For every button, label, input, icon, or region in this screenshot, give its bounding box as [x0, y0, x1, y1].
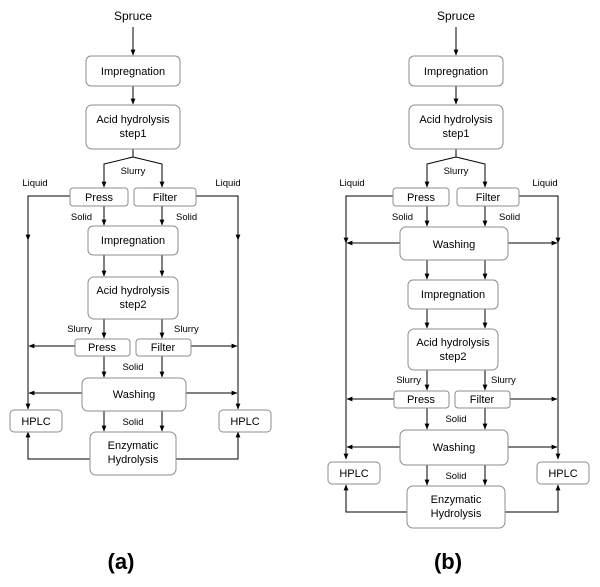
enz-line2: Hydrolysis	[431, 508, 482, 520]
caption-a: (a)	[108, 549, 135, 574]
enz-line1: Enzymatic	[431, 494, 482, 506]
node-enzymatic-hydrolysis-b: Enzymatic Hydrolysis	[406, 485, 506, 529]
impregnation1-label: Impregnation	[101, 66, 165, 78]
liquid-left-label: Liquid	[22, 178, 47, 189]
impregnation2-label: Impregnation	[421, 289, 485, 301]
node-spruce-a: Spruce	[114, 9, 152, 23]
slurry-left-label: Slurry	[67, 324, 92, 335]
node-hplc-left-a: HPLC	[9, 409, 63, 433]
node-impregnation1-a: Impregnation	[85, 55, 181, 87]
slurry-right-label: Slurry	[491, 375, 516, 386]
node-impregnation1-b: Impregnation	[408, 55, 504, 87]
acid1-line1: Acid hydrolysis	[419, 114, 493, 126]
liquid-left-label: Liquid	[339, 178, 364, 189]
filter2-label: Filter	[151, 342, 176, 354]
spruce-label: Spruce	[437, 9, 475, 23]
washing1-label: Washing	[433, 239, 475, 251]
node-enzymatic-hydrolysis-a: Enzymatic Hydrolysis	[89, 431, 177, 476]
node-press1-b: Press	[392, 187, 450, 207]
acid2-line1: Acid hydrolysis	[416, 337, 490, 349]
diagram-b: Spruce Impregnation Acid hydrolysis step…	[327, 9, 590, 574]
node-hplc-right-a: HPLC	[218, 409, 272, 433]
acid1-line2: step1	[443, 128, 470, 140]
node-filter2-a: Filter	[135, 338, 192, 357]
slurry-left-label: Slurry	[396, 375, 421, 386]
connectors-a	[25, 27, 241, 460]
acid2-line2: step2	[440, 351, 467, 363]
solid-right-label: Solid	[176, 212, 197, 223]
acid1-line2: step1	[120, 128, 147, 140]
slurry-right-label: Slurry	[174, 324, 199, 335]
hplc-left-label: HPLC	[339, 468, 368, 480]
enz-line1: Enzymatic	[108, 440, 159, 452]
spruce-label: Spruce	[114, 9, 152, 23]
solid-left-label: Solid	[71, 212, 92, 223]
node-washing2-b: Washing	[399, 429, 509, 466]
solid-right-label: Solid	[499, 212, 520, 223]
slurry1-label: Slurry	[121, 166, 146, 177]
washing-label: Washing	[113, 389, 155, 401]
node-filter1-b: Filter	[456, 187, 520, 207]
solid-mid-label: Solid	[122, 362, 143, 373]
filter1-label: Filter	[476, 192, 501, 204]
solid-bottom-label: Solid	[122, 417, 143, 428]
node-impregnation2-a: Impregnation	[87, 225, 179, 256]
node-acid-hydrolysis-step2-b: Acid hydrolysis step2	[407, 328, 499, 371]
press2-label: Press	[407, 394, 436, 406]
node-filter2-b: Filter	[454, 390, 511, 409]
node-hplc-left-b: HPLC	[327, 461, 381, 485]
press1-label: Press	[407, 192, 436, 204]
solid-left-label: Solid	[392, 212, 413, 223]
node-press1-a: Press	[69, 187, 129, 207]
node-acid-hydrolysis-step2-a: Acid hydrolysis step2	[87, 276, 179, 320]
washing2-label: Washing	[433, 442, 475, 454]
press2-label: Press	[88, 342, 117, 354]
node-press2-b: Press	[393, 390, 450, 409]
acid1-line1: Acid hydrolysis	[96, 114, 170, 126]
solid-mid-label: Solid	[445, 414, 466, 425]
hplc-left-label: HPLC	[21, 416, 50, 428]
liquid-right-label: Liquid	[532, 178, 557, 189]
node-spruce-b: Spruce	[437, 9, 475, 23]
hplc-right-label: HPLC	[230, 416, 259, 428]
hplc-right-label: HPLC	[548, 468, 577, 480]
node-filter1-a: Filter	[133, 187, 197, 207]
solid-bottom-label: Solid	[445, 471, 466, 482]
diagram-a: Spruce Impregnation Acid hydrolysis step…	[9, 9, 272, 574]
node-hplc-right-b: HPLC	[536, 461, 590, 485]
liquid-right-label: Liquid	[215, 178, 240, 189]
node-washing-a: Washing	[81, 377, 187, 412]
node-acid-hydrolysis-step1-a: Acid hydrolysis step1	[85, 104, 181, 150]
caption-b: (b)	[434, 549, 462, 574]
acid2-line1: Acid hydrolysis	[96, 285, 170, 297]
acid2-line2: step2	[120, 299, 147, 311]
node-press2-a: Press	[74, 338, 131, 357]
press1-label: Press	[85, 192, 114, 204]
filter1-label: Filter	[153, 192, 178, 204]
impregnation1-label: Impregnation	[424, 66, 488, 78]
slurry1-label: Slurry	[444, 166, 469, 177]
enz-line2: Hydrolysis	[108, 454, 159, 466]
filter2-label: Filter	[470, 394, 495, 406]
node-acid-hydrolysis-step1-b: Acid hydrolysis step1	[408, 104, 504, 150]
impregnation2-label: Impregnation	[101, 235, 165, 247]
node-washing1-b: Washing	[399, 226, 509, 261]
node-impregnation2-b: Impregnation	[407, 279, 499, 310]
connectors-b	[343, 27, 561, 513]
